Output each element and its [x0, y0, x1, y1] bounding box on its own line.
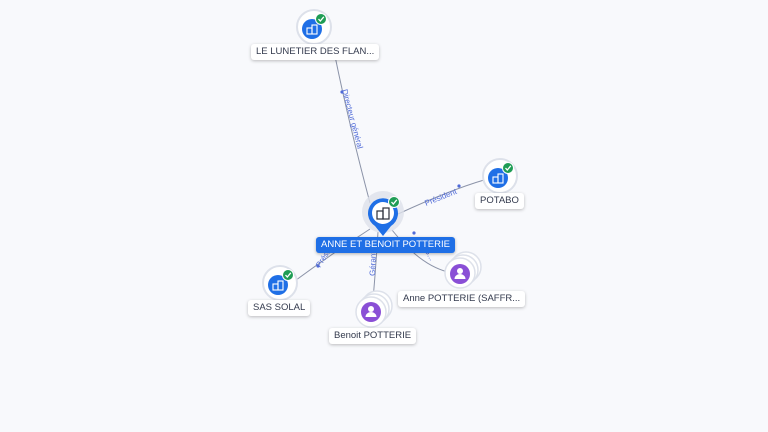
node-anne[interactable]: [444, 251, 482, 289]
person-icon: [365, 306, 377, 317]
building-icon: [376, 207, 390, 220]
node-benoit[interactable]: [355, 290, 393, 328]
edge-arrow-potabo: [457, 184, 461, 188]
node-label-lunetier[interactable]: LE LUNETIER DES FLAN...: [251, 44, 380, 60]
edge-potabo: [397, 179, 485, 215]
check-badge-icon: [502, 162, 514, 174]
node-solal[interactable]: [262, 265, 298, 301]
check-badge-icon: [282, 269, 294, 281]
edge-lunetier: [334, 55, 371, 204]
node-lunetier[interactable]: [296, 9, 332, 45]
node-label-benoit[interactable]: Benoit POTTERIE: [329, 328, 417, 344]
edge-label-potabo: Président: [423, 187, 458, 208]
edge-anne: [391, 229, 449, 273]
node-label-anne[interactable]: Anne POTTERIE (SAFFR...: [398, 291, 526, 307]
node-label-potabo[interactable]: POTABO: [475, 193, 524, 209]
check-badge-icon: [315, 13, 327, 25]
node-label-solal[interactable]: SAS SOLAL: [248, 300, 311, 316]
edge-arrow-anne: [412, 231, 416, 235]
edge-label-benoit: Gérant: [368, 251, 378, 277]
building-icon: [306, 24, 318, 35]
edge-label-lunetier: Directeur général: [340, 88, 365, 150]
node-center[interactable]: [362, 191, 404, 236]
building-icon: [272, 280, 284, 291]
edge-arrow-solal: [316, 264, 320, 268]
person-icon: [454, 268, 466, 279]
building-icon: [492, 173, 504, 184]
node-potabo[interactable]: [482, 158, 518, 194]
check-badge-icon: [388, 196, 400, 208]
edge-solal: [291, 228, 371, 284]
edge-arrow-lunetier: [340, 90, 344, 94]
node-label-center[interactable]: ANNE ET BENOIT POTTERIE: [316, 237, 455, 253]
